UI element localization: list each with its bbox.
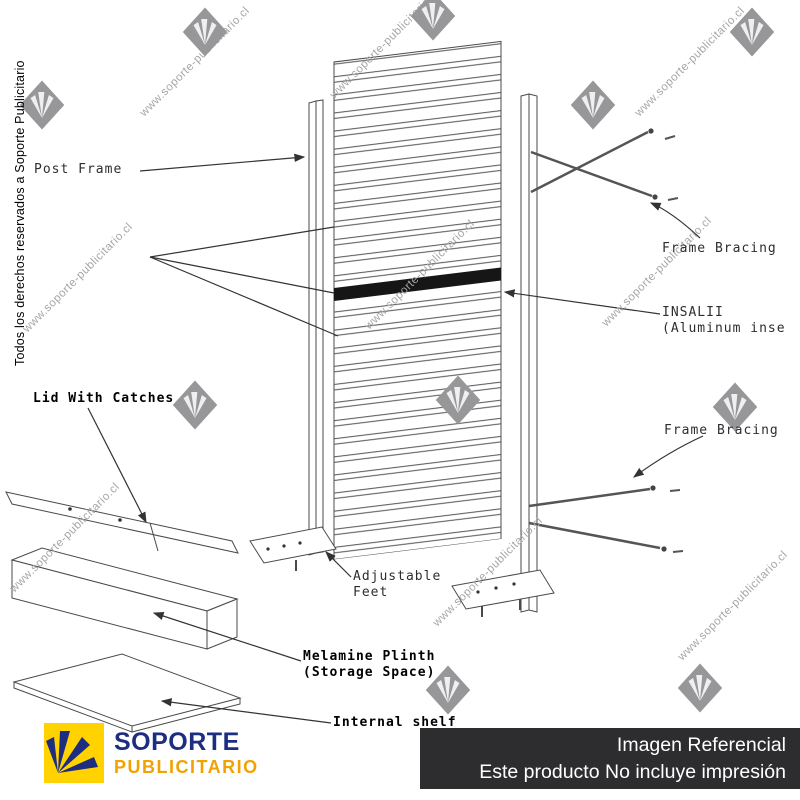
label-insal-title: INSALII — [662, 305, 724, 320]
technical-drawing — [5, 40, 704, 733]
brand-diamond-watermark-icon — [677, 662, 723, 714]
brand-diamond-watermark-icon — [182, 6, 228, 58]
copyright-vertical-text: Todos los derechos reservados a Soporte … — [13, 60, 27, 366]
footer-line1: Imagen Referencial — [616, 733, 786, 756]
slatwall-panel — [333, 40, 502, 560]
brand-mark-icon — [44, 723, 104, 783]
leader-lines — [87, 153, 704, 724]
brand-diamond-watermark-icon — [435, 374, 481, 426]
frame-bracing-bottom-rods — [528, 485, 684, 553]
brand-diamond-watermark-icon — [172, 379, 218, 431]
internal-shelf-panel — [12, 653, 242, 733]
brand-diamond-watermark-icon — [729, 6, 775, 58]
lid — [5, 491, 239, 554]
label-adjustable: Adjustable — [353, 569, 442, 584]
plinth-box — [10, 547, 239, 650]
brand-diamond-watermark-icon — [410, 0, 456, 42]
label-frame-bracing-bottom: Frame Bracing — [664, 423, 779, 438]
label-lid-with-catches: Lid With Catches — [33, 391, 175, 406]
footer-line2: Este producto No incluye impresión — [479, 760, 786, 783]
label-storage-space: (Storage Space) — [303, 665, 436, 680]
footer-disclaimer-bar: Imagen Referencial Este producto No incl… — [420, 728, 800, 789]
left-post — [308, 99, 324, 556]
brand-diamond-watermark-icon — [570, 79, 616, 131]
label-post-frame: Post Frame — [34, 162, 123, 177]
right-foot — [451, 569, 555, 617]
frame-bracing-top-rods — [530, 128, 679, 201]
label-melamine-plinth: Melamine Plinth — [303, 649, 436, 664]
label-feet: Feet — [353, 585, 389, 600]
brand-name-line1: SOPORTE — [114, 727, 240, 756]
brand-logo: SOPORTE PUBLICITARIO — [44, 723, 259, 783]
aluminum-insert-band — [334, 267, 501, 301]
label-internal-shelf: Internal shelf — [333, 715, 457, 730]
label-insal-sub: (Aluminum inse — [662, 321, 786, 336]
brand-name: SOPORTE PUBLICITARIO — [114, 727, 259, 778]
left-foot — [249, 526, 337, 571]
right-post — [520, 93, 538, 613]
label-frame-bracing-top: Frame Bracing — [662, 241, 777, 256]
brand-name-line2: PUBLICITARIO — [114, 756, 259, 777]
